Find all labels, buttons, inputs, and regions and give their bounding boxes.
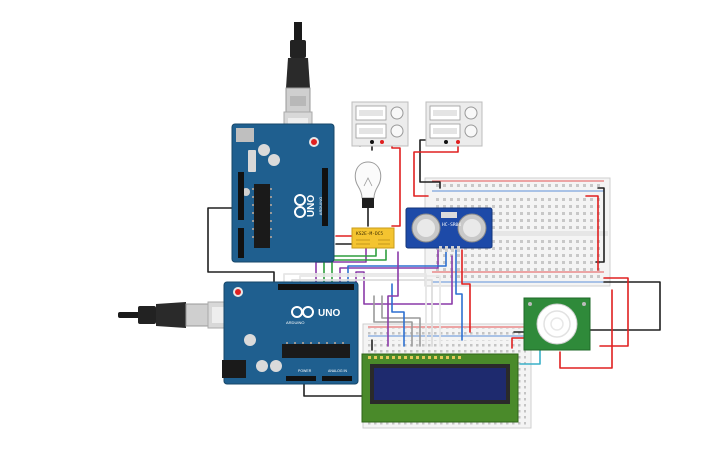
power-supply-1[interactable] <box>351 101 409 147</box>
usb-cable-bottom <box>118 301 229 329</box>
infinity-logo-icon <box>291 306 314 318</box>
arduino-top-model: UNO <box>306 195 317 217</box>
light-bulb-icon[interactable] <box>354 161 382 208</box>
power-header-label: POWER <box>298 369 312 373</box>
ultrasonic-label: HC-SR04 <box>442 222 461 228</box>
wires <box>207 139 661 397</box>
arduino-top-brand: ARDUINO <box>318 197 323 215</box>
relay-label: KS2E-M-DC5 <box>356 231 383 237</box>
arduino-bottom-board[interactable]: UNO ARDUINO POWER ANALOG IN <box>222 281 359 385</box>
pir-sensor-icon[interactable] <box>523 297 591 351</box>
arduino-bottom-brand: ARDUINO <box>286 320 304 325</box>
arduino-bottom-model: UNO <box>318 308 340 319</box>
arduino-top-board[interactable]: UNO ARDUINO <box>231 123 335 263</box>
power-supply-2[interactable] <box>425 101 483 147</box>
ultrasonic-sensor-icon[interactable]: HC-SR04 <box>405 207 493 252</box>
infinity-logo-icon <box>294 194 306 218</box>
analog-header-label: ANALOG IN <box>328 369 348 373</box>
relay-module[interactable]: KS2E-M-DC5 <box>351 227 395 249</box>
lcd-display-icon[interactable] <box>361 353 519 423</box>
